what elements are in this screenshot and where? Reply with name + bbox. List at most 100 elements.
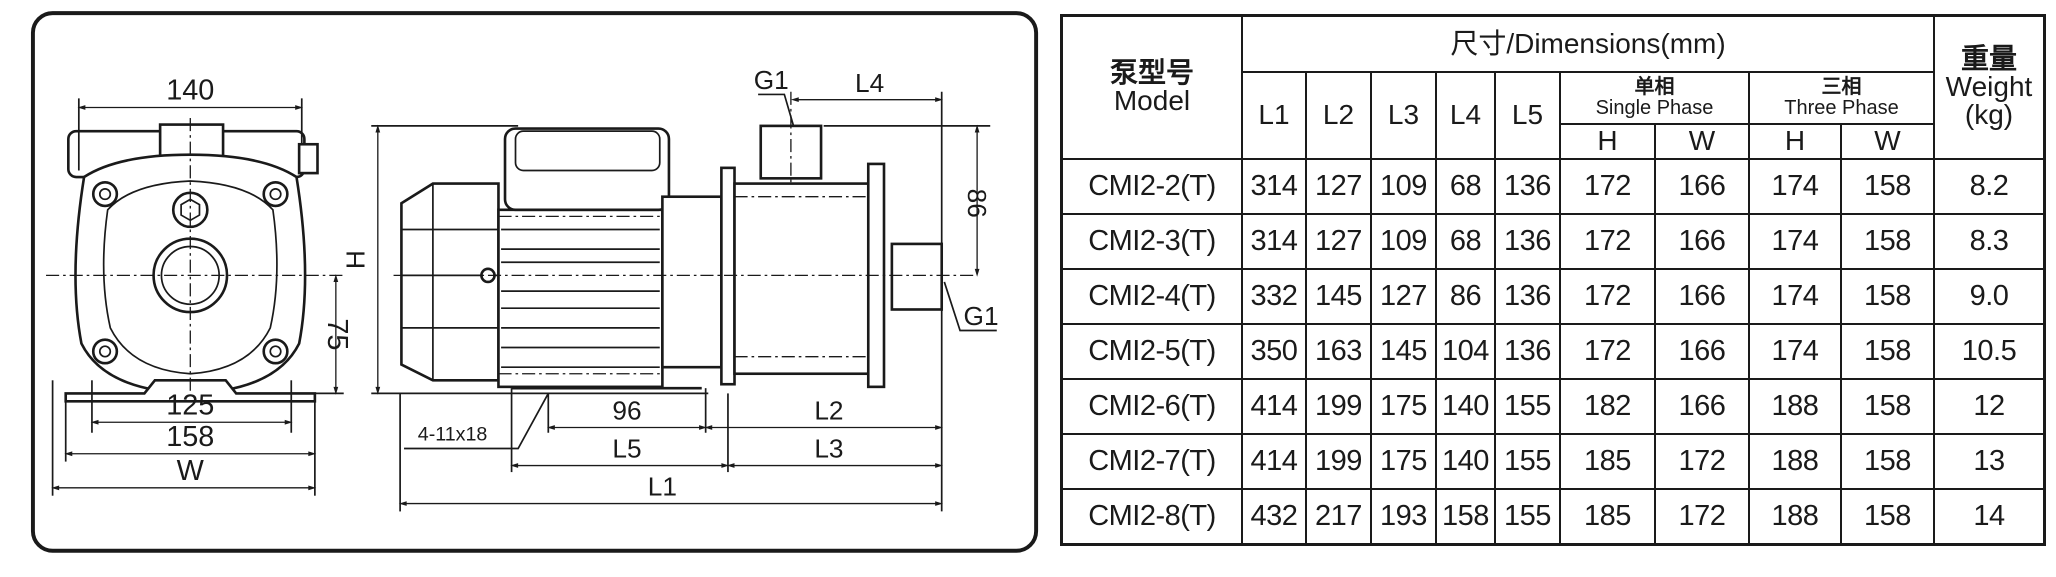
value-cell: 9.0 — [1933, 267, 2046, 325]
value-cell: 174 — [1748, 157, 1842, 215]
value-cell: 86 — [1435, 267, 1496, 325]
value-cell: 199 — [1305, 377, 1372, 435]
side-view: H G1 L4 86 G1 — [341, 65, 999, 512]
dim-86: 86 — [962, 189, 992, 218]
dim-l5: L5 — [612, 434, 641, 464]
col-l1: L1 — [1241, 70, 1307, 160]
value-cell: 8.3 — [1933, 212, 2046, 270]
dim-h: H — [341, 250, 371, 269]
value-cell: 332 — [1241, 267, 1307, 325]
three-phase-en: Three Phase — [1784, 96, 1899, 119]
value-cell: 188 — [1748, 377, 1842, 435]
dim-l4: L4 — [855, 68, 884, 98]
label-g1-right: G1 — [964, 301, 999, 331]
value-cell: 166 — [1654, 377, 1750, 435]
value-cell: 14 — [1933, 487, 2046, 545]
value-cell: 199 — [1305, 432, 1372, 490]
terminal-box — [503, 127, 671, 212]
value-cell: 136 — [1494, 267, 1561, 325]
label-foot-holes: 4-11x18 — [418, 424, 488, 446]
value-cell: 158 — [1840, 487, 1935, 545]
value-cell: 158 — [1840, 377, 1935, 435]
value-cell: 166 — [1654, 157, 1750, 215]
pump-dimension-drawing: 140 125 158 W 75 H — [30, 11, 1039, 553]
value-cell: 172 — [1559, 322, 1656, 380]
pump-body — [733, 182, 881, 376]
value-cell: 166 — [1654, 212, 1750, 270]
value-cell: 155 — [1494, 377, 1561, 435]
value-cell: 127 — [1305, 157, 1372, 215]
value-cell: 166 — [1654, 322, 1750, 380]
value-cell: 174 — [1748, 212, 1842, 270]
value-cell: 158 — [1840, 432, 1935, 490]
value-cell: 145 — [1305, 267, 1372, 325]
three-phase-cn: 三相 — [1821, 75, 1862, 98]
value-cell: 174 — [1748, 322, 1842, 380]
weight-header-en: Weight — [1945, 71, 2033, 103]
model-cell: CMI2-4(T) — [1060, 267, 1243, 325]
value-cell: 104 — [1435, 322, 1496, 380]
value-cell: 140 — [1435, 432, 1496, 490]
dimensions-header: 尺寸/Dimensions(mm) — [1241, 14, 1935, 73]
value-cell: 432 — [1241, 487, 1307, 545]
dim-125: 125 — [166, 389, 214, 421]
dim-96: 96 — [612, 396, 641, 426]
value-cell: 172 — [1654, 432, 1750, 490]
value-cell: 12 — [1933, 377, 2046, 435]
value-cell: 163 — [1305, 322, 1372, 380]
value-cell: 136 — [1494, 157, 1561, 215]
value-cell: 13 — [1933, 432, 2046, 490]
model-cell: CMI2-3(T) — [1060, 212, 1243, 270]
col-single-w: W — [1654, 122, 1750, 160]
value-cell: 68 — [1435, 157, 1496, 215]
value-cell: 175 — [1370, 377, 1437, 435]
value-cell: 109 — [1370, 212, 1437, 270]
drawing-frame — [30, 11, 1039, 553]
value-cell: 188 — [1748, 487, 1842, 545]
dim-140: 140 — [166, 75, 214, 107]
dim-l3: L3 — [814, 434, 843, 464]
value-cell: 174 — [1748, 267, 1842, 325]
value-cell: 172 — [1559, 157, 1656, 215]
value-cell: 158 — [1840, 212, 1935, 270]
value-cell: 185 — [1559, 487, 1656, 545]
value-cell: 175 — [1370, 432, 1437, 490]
value-cell: 136 — [1494, 322, 1561, 380]
col-l5: L5 — [1494, 70, 1561, 160]
value-cell: 158 — [1840, 157, 1935, 215]
bolt-icon — [91, 180, 119, 208]
col-l2: L2 — [1305, 70, 1372, 160]
model-cell: CMI2-6(T) — [1060, 377, 1243, 435]
label-g1-top: G1 — [754, 65, 789, 95]
value-cell: 127 — [1305, 212, 1372, 270]
value-cell: 172 — [1559, 212, 1656, 270]
model-header: 泵型号 Model — [1060, 14, 1243, 160]
value-cell: 145 — [1370, 322, 1437, 380]
single-phase-header: 单相 Single Phase — [1559, 70, 1750, 125]
value-cell: 10.5 — [1933, 322, 2046, 380]
dim-l1: L1 — [648, 472, 677, 502]
model-cell: CMI2-8(T) — [1060, 487, 1243, 545]
inlet-port-side — [890, 242, 944, 311]
value-cell: 8.2 — [1933, 157, 2046, 215]
value-cell: 172 — [1654, 487, 1750, 545]
dim-158: 158 — [166, 421, 214, 453]
weight-header-cn: 重量 — [1960, 43, 2017, 75]
value-cell: 158 — [1435, 487, 1496, 545]
weight-unit: (kg) — [1964, 99, 2014, 131]
value-cell: 68 — [1435, 212, 1496, 270]
front-view: 140 125 158 W 75 — [46, 75, 353, 496]
value-cell: 182 — [1559, 377, 1656, 435]
dim-75: 75 — [321, 318, 353, 350]
dimensions-table: 泵型号 Model 尺寸/Dimensions(mm) 重量 Weight (k… — [1060, 14, 2046, 546]
col-single-h: H — [1559, 122, 1656, 160]
value-cell: 350 — [1241, 322, 1307, 380]
model-header-en: Model — [1113, 85, 1191, 117]
value-cell: 193 — [1370, 487, 1437, 545]
